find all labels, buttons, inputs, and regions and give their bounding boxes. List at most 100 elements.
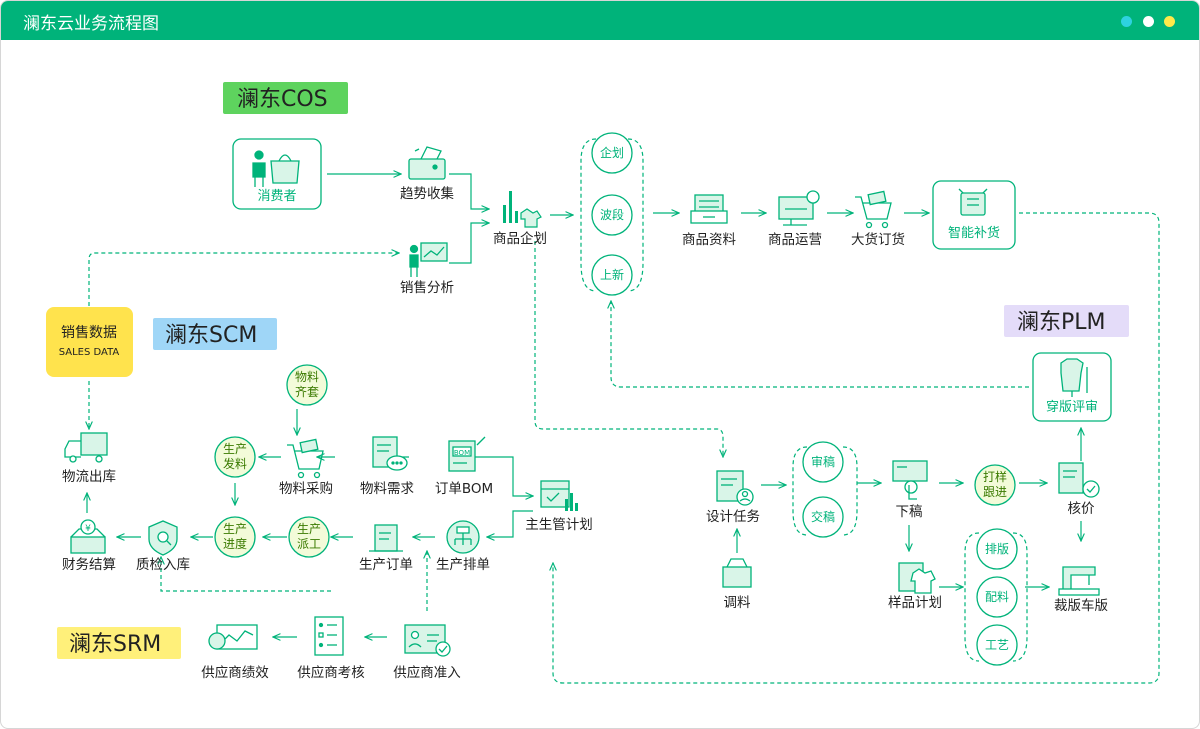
order-doc-icon bbox=[369, 524, 403, 552]
node-launch[interactable]: 上新 bbox=[591, 254, 633, 296]
monitor-store-icon bbox=[778, 190, 820, 226]
release-label: 下稿 bbox=[896, 504, 923, 520]
node-bulk-order[interactable]: 大货订货 bbox=[851, 190, 905, 248]
node-smart-replenish[interactable]: 智能补货 bbox=[932, 180, 1016, 250]
node-finance[interactable]: ¥ 财务结算 bbox=[62, 519, 116, 573]
logistics-out-label: 物流出库 bbox=[62, 469, 116, 485]
prod-dispatch-line2: 派工 bbox=[297, 537, 321, 551]
node-craft[interactable]: 工艺 bbox=[976, 624, 1018, 666]
prod-schedule-label: 生产排单 bbox=[436, 557, 490, 573]
mannequin-icon bbox=[1060, 358, 1088, 397]
bracket-groups bbox=[580, 138, 1028, 662]
plan-label: 企划 bbox=[600, 145, 624, 160]
section-tag-scm: 澜东SCM bbox=[153, 318, 277, 350]
finance-label: 财务结算 bbox=[62, 557, 116, 573]
connector-lines bbox=[87, 174, 1081, 637]
node-material-adjust[interactable]: 调料 bbox=[722, 558, 752, 611]
node-cut-sew[interactable]: 裁版车版 bbox=[1054, 566, 1108, 614]
dashed-connectors bbox=[89, 212, 1160, 684]
calendar-chart-icon bbox=[540, 480, 578, 511]
prod-dispatch-line1: 生产 bbox=[297, 522, 321, 536]
bom-clipboard-icon: BOM bbox=[448, 436, 486, 472]
node-trend[interactable]: 趋势收集 bbox=[400, 146, 454, 202]
node-layout[interactable]: 排版 bbox=[976, 528, 1018, 570]
consumer-label: 消费者 bbox=[257, 189, 296, 204]
section-tag-plm: 澜东PLM bbox=[1004, 305, 1129, 337]
hand-pointer-icon bbox=[892, 460, 928, 500]
fit-review-label: 穿版评审 bbox=[1046, 399, 1098, 415]
prod-issue-line1: 生产 bbox=[223, 442, 247, 456]
node-accessories[interactable]: 配料 bbox=[976, 576, 1018, 618]
node-material-ready[interactable]: 物料 齐套 bbox=[286, 364, 328, 406]
node-prod-order[interactable]: 生产订单 bbox=[359, 524, 413, 573]
node-review[interactable]: 审稿 bbox=[802, 441, 844, 483]
craft-label: 工艺 bbox=[985, 638, 1009, 652]
cart-icon bbox=[287, 438, 324, 479]
section-tag-srm: 澜东SRM bbox=[57, 627, 181, 659]
material-adjust-label: 调料 bbox=[724, 595, 752, 611]
material-ready-line2: 齐套 bbox=[295, 384, 319, 399]
node-material-purchase[interactable]: 物料采购 bbox=[279, 438, 333, 497]
prod-progress-line2: 进度 bbox=[223, 536, 247, 551]
node-product-data[interactable]: 商品资料 bbox=[682, 194, 736, 248]
node-supplier-eval[interactable]: 供应商考核 bbox=[297, 616, 365, 681]
node-supplier-access[interactable]: 供应商准入 bbox=[393, 624, 461, 681]
node-supplier-perf[interactable]: 供应商绩效 bbox=[201, 624, 269, 681]
node-qc-in[interactable]: 质检入库 bbox=[136, 520, 190, 573]
master-plan-label: 主生管计划 bbox=[525, 517, 593, 533]
node-prod-progress[interactable]: 生产 进度 bbox=[214, 516, 256, 558]
supplier-eval-label: 供应商考核 bbox=[297, 664, 365, 681]
section-cos-label: 澜东COS bbox=[237, 87, 328, 112]
section-plm-label: 澜东PLM bbox=[1017, 310, 1106, 335]
money-box-icon: ¥ bbox=[70, 519, 106, 554]
trend-label: 趋势收集 bbox=[400, 186, 454, 202]
node-sample-track[interactable]: 打样 跟进 bbox=[974, 464, 1016, 506]
node-sales-data[interactable]: 销售数据 SALES DATA bbox=[46, 307, 133, 377]
checklist-icon bbox=[314, 616, 344, 656]
tshirt-doc-icon bbox=[898, 562, 936, 594]
prod-order-label: 生产订单 bbox=[359, 557, 413, 573]
node-prod-dispatch[interactable]: 生产 派工 bbox=[288, 516, 330, 558]
title-bar: 澜东云业务流程图 bbox=[1, 1, 1199, 40]
hierarchy-icon bbox=[446, 520, 480, 554]
design-task-label: 设计任务 bbox=[706, 509, 760, 525]
node-costing[interactable]: 核价 bbox=[1058, 462, 1100, 517]
product-plan-label: 商品企划 bbox=[493, 230, 547, 247]
node-material-demand[interactable]: 物料需求 bbox=[360, 436, 414, 497]
node-sample-plan[interactable]: 样品计划 bbox=[888, 562, 942, 611]
layout-label: 排版 bbox=[985, 542, 1009, 556]
sample-plan-label: 样品计划 bbox=[888, 595, 942, 611]
id-card-check-icon bbox=[404, 624, 451, 657]
sales-analysis-label: 销售分析 bbox=[400, 280, 454, 296]
svg-text:¥: ¥ bbox=[85, 524, 91, 534]
node-product-plan[interactable]: 商品企划 bbox=[493, 191, 547, 247]
sales-data-subtitle: SALES DATA bbox=[59, 347, 120, 358]
window-dot-white[interactable] bbox=[1143, 16, 1154, 27]
window-dot-cyan[interactable] bbox=[1121, 16, 1132, 27]
cart-icon bbox=[855, 190, 892, 229]
node-release[interactable]: 下稿 bbox=[892, 460, 928, 520]
node-wave[interactable]: 波段 bbox=[591, 194, 633, 236]
node-product-ops[interactable]: 商品运营 bbox=[768, 190, 822, 248]
section-srm-label: 澜东SRM bbox=[69, 632, 161, 657]
node-order-bom[interactable]: BOM 订单BOM bbox=[435, 436, 493, 497]
node-plan[interactable]: 企划 bbox=[591, 132, 633, 174]
sample-track-line2: 跟进 bbox=[983, 485, 1007, 499]
supplier-perf-label: 供应商绩效 bbox=[201, 664, 269, 681]
node-design-task[interactable]: 设计任务 bbox=[706, 470, 760, 525]
shield-search-icon bbox=[148, 520, 178, 556]
node-consumer[interactable]: 消费者 bbox=[232, 138, 322, 210]
node-prod-issue[interactable]: 生产 发料 bbox=[214, 436, 256, 478]
robot-box-icon bbox=[958, 188, 988, 216]
product-data-label: 商品资料 bbox=[682, 232, 736, 248]
document-user-icon bbox=[716, 470, 754, 506]
node-logistics-out[interactable]: 物流出库 bbox=[62, 432, 116, 485]
node-master-plan[interactable]: 主生管计划 bbox=[525, 480, 593, 533]
node-fit-review[interactable]: 穿版评审 bbox=[1032, 352, 1112, 422]
node-prod-schedule[interactable]: 生产排单 bbox=[436, 520, 490, 573]
window-dot-yellow[interactable] bbox=[1164, 16, 1175, 27]
launch-label: 上新 bbox=[600, 267, 624, 282]
product-ops-label: 商品运营 bbox=[768, 232, 822, 248]
node-deliver[interactable]: 交稿 bbox=[802, 496, 844, 538]
node-sales-analysis[interactable]: 销售分析 bbox=[400, 242, 454, 296]
